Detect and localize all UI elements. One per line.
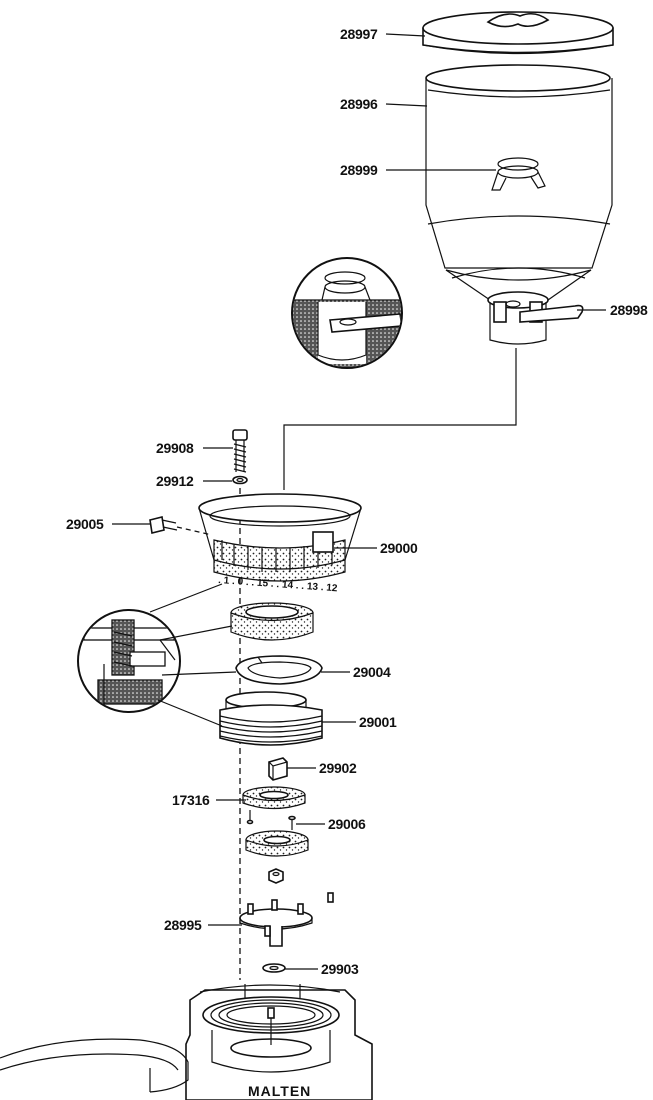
- part-label: 29006: [328, 816, 366, 832]
- lower-burr: [245, 830, 309, 857]
- detail-leader: [157, 699, 223, 727]
- leader-lines: [112, 33, 606, 970]
- part-label: 17316: [172, 792, 210, 808]
- part-label: 29001: [359, 714, 397, 730]
- key-block: [268, 757, 288, 781]
- split-ring: [235, 655, 323, 685]
- part-label: 29005: [66, 516, 104, 532]
- part-label: 29000: [380, 540, 418, 556]
- burr-adjust-detail: [77, 609, 181, 713]
- part-label: 28999: [340, 162, 378, 178]
- burr-ring: [230, 602, 314, 641]
- hopper-spring-clip: [491, 157, 546, 191]
- hex-nut: [268, 868, 284, 884]
- part-label: 29903: [321, 961, 359, 977]
- part-label: 29908: [156, 440, 194, 456]
- part-label: 28995: [164, 917, 202, 933]
- screw-washer: [232, 475, 248, 485]
- detail-leader: [149, 583, 223, 613]
- small-key: [327, 892, 334, 903]
- bean-hopper: [425, 64, 613, 345]
- threaded-collar: [219, 691, 323, 746]
- upper-burr: [242, 786, 306, 810]
- slide-gate: [505, 300, 584, 323]
- hopper-base-detail: [291, 257, 403, 369]
- part-label: 29912: [156, 473, 194, 489]
- burr-screw: [246, 810, 296, 830]
- base-badge: MALTEN: [248, 1083, 311, 1099]
- part-label: 28998: [610, 302, 648, 318]
- assembly-guide-line: [283, 348, 517, 490]
- part-label: 29004: [353, 664, 391, 680]
- part-label: 28997: [340, 26, 378, 42]
- hopper-lid: [422, 11, 614, 55]
- detail-leader: [159, 625, 233, 641]
- part-label: 28996: [340, 96, 378, 112]
- grounds-tray: [0, 1038, 189, 1093]
- grinder-base: MALTEN: [185, 984, 373, 1100]
- adjustment-screw: [232, 429, 248, 473]
- burr-carrier: [239, 899, 313, 947]
- detail-leader: [161, 671, 237, 676]
- part-label: 29902: [319, 760, 357, 776]
- part-labels: 28997 28996 28999 28998 29908 29912 2900…: [66, 26, 648, 977]
- shaft-washer: [262, 963, 286, 973]
- adjustment-ring: [198, 493, 362, 582]
